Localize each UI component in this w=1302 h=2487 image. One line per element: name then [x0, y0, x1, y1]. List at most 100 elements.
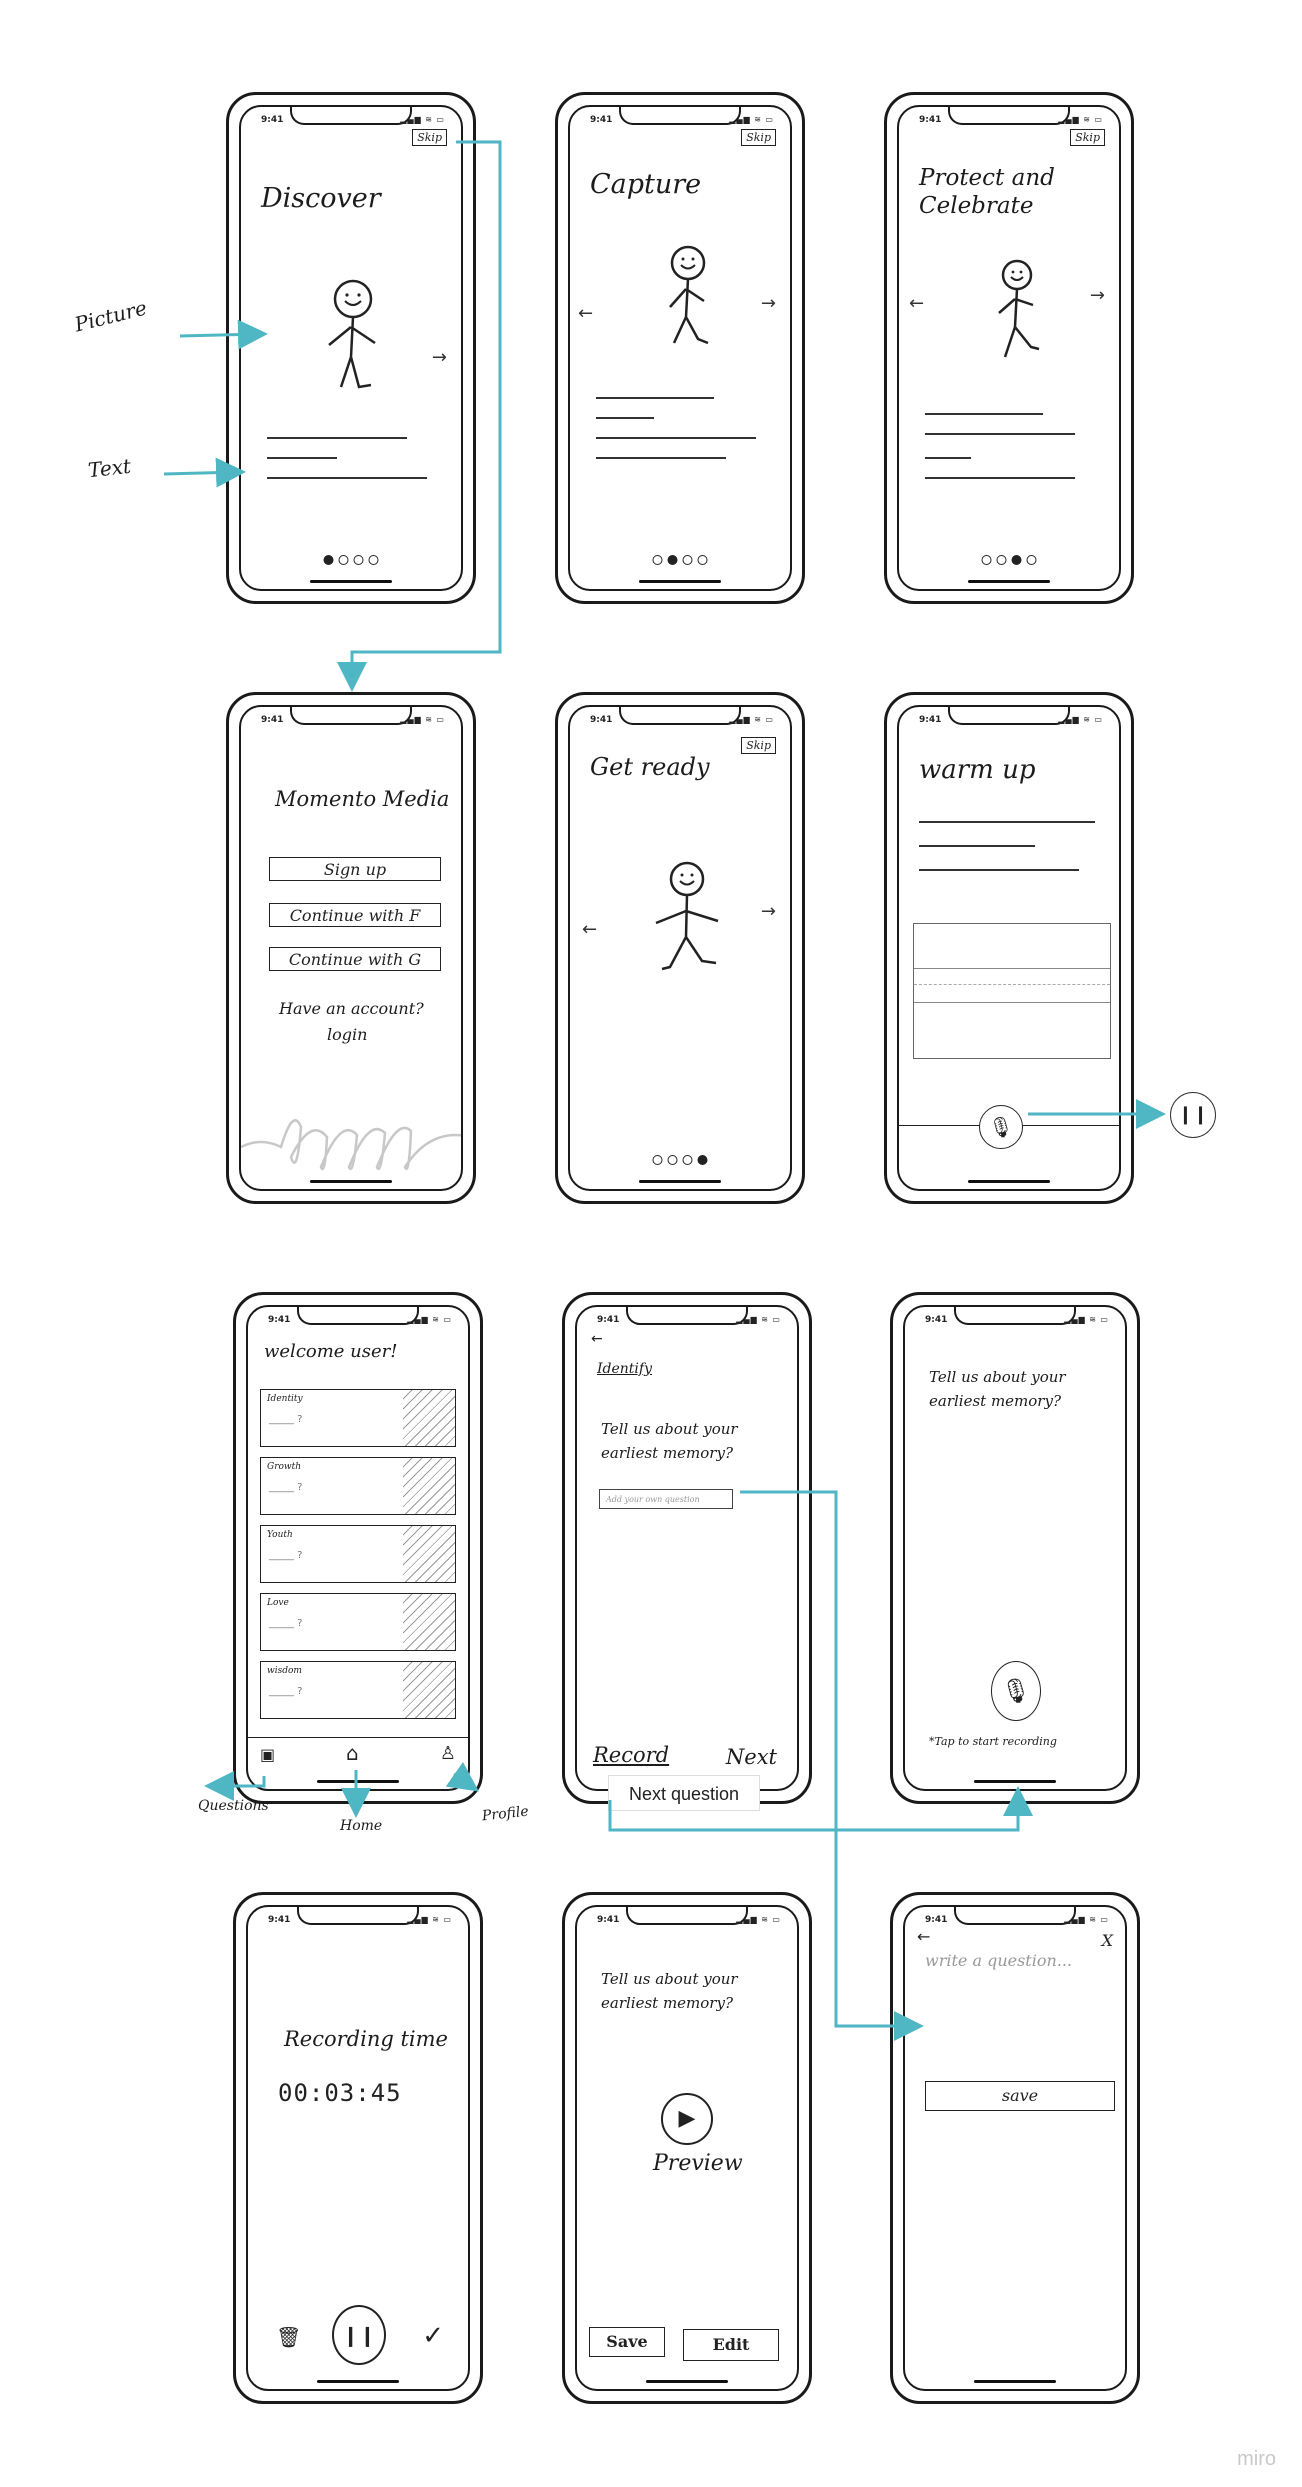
status-time: 9:41	[268, 1315, 291, 1325]
phone-warm-up: 9:41 ▂▄▆ ≋ ▭ warm up 🎙	[884, 692, 1134, 1204]
preview-label: Preview	[653, 2151, 743, 2176]
back-arrow-icon[interactable]: ←	[591, 1331, 603, 1347]
back-arrow-icon[interactable]: ←	[917, 1927, 931, 1946]
status-icons: ▂▄▆ ≋ ▭	[1058, 115, 1103, 124]
status-time: 9:41	[268, 1915, 291, 1925]
phone-get-ready: 9:41 ▂▄▆ ≋ ▭ Skip Get ready ← →	[555, 692, 805, 1204]
status-icons: ▂▄▆ ≋ ▭	[407, 1315, 452, 1324]
login-link[interactable]: login	[327, 1025, 368, 1044]
text-annotation: Text	[86, 453, 133, 483]
prev-arrow-icon[interactable]: ←	[909, 293, 925, 314]
status-icons: ▂▄▆ ≋ ▭	[1064, 1315, 1109, 1324]
page-dots	[981, 555, 1037, 565]
pause-icon[interactable]: ❙❙	[332, 2305, 386, 2365]
prev-arrow-icon[interactable]: ←	[582, 919, 598, 940]
play-icon[interactable]: ▶	[661, 2093, 713, 2145]
add-own-question-input[interactable]: Add your own question	[599, 1489, 733, 1509]
status-time: 9:41	[261, 115, 284, 125]
status-icons: ▂▄▆ ≋ ▭	[729, 715, 774, 724]
record-button[interactable]: Record	[593, 1743, 670, 1767]
protect-title: Protect and Celebrate	[919, 165, 1055, 219]
check-icon[interactable]: ✓	[422, 2321, 444, 2351]
recording-time-label: Recording time	[284, 2027, 448, 2051]
page-dots	[323, 555, 379, 565]
warm-up-card	[913, 923, 1111, 1059]
skip-button[interactable]: Skip	[412, 129, 447, 146]
question-text: Tell us about your earliest memory?	[601, 1970, 738, 2012]
phone-record-prompt: 9:41 ▂▄▆ ≋ ▭ Tell us about your earliest…	[890, 1292, 1140, 1804]
category-card[interactable]: Growth_____ ?	[260, 1457, 456, 1515]
status-icons: ▂▄▆ ≋ ▭	[407, 1915, 452, 1924]
status-time: 9:41	[597, 1315, 620, 1325]
status-time: 9:41	[590, 715, 613, 725]
status-time: 9:41	[597, 1915, 620, 1925]
continue-google-button[interactable]: Continue with G	[269, 947, 441, 971]
prev-arrow-icon[interactable]: ←	[578, 303, 594, 324]
phone-preview: 9:41 ▂▄▆ ≋ ▭ Tell us about your earliest…	[562, 1892, 812, 2404]
picture-annotation: Picture	[72, 295, 150, 337]
category-card[interactable]: Youth_____ ?	[260, 1525, 456, 1583]
phone-discover: 9:41 ▂▄▆ ≋ ▭ Skip Discover →	[226, 92, 476, 604]
stick-figure-icon	[998, 259, 1040, 358]
phone-recording: 9:41 ▂▄▆ ≋ ▭ Recording time 00:03:45 🗑 ❙…	[233, 1892, 483, 2404]
status-icons: ▂▄▆ ≋ ▭	[736, 1915, 781, 1924]
mic-icon[interactable]: 🎙	[991, 1661, 1041, 1721]
status-time: 9:41	[261, 715, 284, 725]
profile-tab-icon[interactable]: ♙	[439, 1743, 456, 1764]
status-time: 9:41	[925, 1915, 948, 1925]
skip-button[interactable]: Skip	[1070, 129, 1105, 146]
phone-capture: 9:41 ▂▄▆ ≋ ▭ Skip Capture ← →	[555, 92, 805, 604]
get-ready-title: Get ready	[590, 753, 710, 781]
stick-figure-icon	[655, 861, 719, 971]
next-button[interactable]: Next	[725, 1745, 777, 1769]
skip-button[interactable]: Skip	[741, 737, 776, 754]
mic-icon[interactable]: 🎙	[979, 1105, 1023, 1149]
next-arrow-icon[interactable]: →	[431, 347, 447, 368]
question-text: Tell us about your earliest memory?	[601, 1420, 738, 1462]
phone-write-question: 9:41 ▂▄▆ ≋ ▭ ← X write a question... sav…	[890, 1892, 1140, 2404]
decorative-waves-icon	[241, 1119, 461, 1171]
status-icons: ▂▄▆ ≋ ▭	[400, 715, 445, 724]
next-arrow-icon[interactable]: →	[760, 293, 776, 314]
tab-identify[interactable]: Identify	[597, 1361, 652, 1377]
next-arrow-icon[interactable]: →	[760, 901, 776, 922]
status-icons: ▂▄▆ ≋ ▭	[1058, 715, 1103, 724]
status-time: 9:41	[919, 715, 942, 725]
sign-up-button[interactable]: Sign up	[269, 857, 441, 881]
status-icons: ▂▄▆ ≋ ▭	[729, 115, 774, 124]
home-tab-icon[interactable]: ⌂	[346, 1741, 359, 1765]
category-card[interactable]: wisdom_____ ?	[260, 1661, 456, 1719]
home-annotation: Home	[340, 1818, 383, 1834]
category-card[interactable]: Identity_____ ?	[260, 1389, 456, 1447]
questions-tab-icon[interactable]: ▣	[260, 1745, 276, 1764]
edit-button[interactable]: Edit	[683, 2329, 779, 2361]
next-question-caption: Next question	[608, 1775, 760, 1811]
questions-annotation: Questions	[198, 1798, 269, 1814]
status-time: 9:41	[590, 115, 613, 125]
discover-title: Discover	[261, 183, 381, 214]
category-card[interactable]: Love_____ ?	[260, 1593, 456, 1651]
stick-figure-icon	[328, 279, 376, 389]
next-arrow-icon[interactable]: →	[1089, 285, 1105, 306]
profile-annotation: Profile	[481, 1803, 530, 1825]
capture-title: Capture	[590, 169, 702, 200]
watermark: miro	[1237, 2448, 1276, 2470]
continue-facebook-button[interactable]: Continue with F	[269, 903, 441, 927]
trash-icon[interactable]: 🗑	[276, 2325, 302, 2349]
page-dots	[652, 1155, 708, 1165]
phone-identify: 9:41 ▂▄▆ ≋ ▭ ← Identify Tell us about yo…	[562, 1292, 812, 1804]
question-text: Tell us about your earliest memory?	[929, 1368, 1066, 1410]
app-title: Momento Media	[275, 787, 450, 811]
status-time: 9:41	[925, 1315, 948, 1325]
recording-timer: 00:03:45	[278, 2079, 402, 2107]
save-button[interactable]: save	[925, 2081, 1115, 2111]
status-icons: ▂▄▆ ≋ ▭	[400, 115, 445, 124]
tap-hint: *Tap to start recording	[929, 1735, 1057, 1748]
skip-button[interactable]: Skip	[741, 129, 776, 146]
save-button[interactable]: Save	[589, 2327, 665, 2357]
status-time: 9:41	[919, 115, 942, 125]
close-icon[interactable]: X	[1101, 1931, 1113, 1950]
pause-icon[interactable]: ❙❙	[1170, 1092, 1216, 1138]
question-input[interactable]: write a question...	[925, 1951, 1073, 1970]
